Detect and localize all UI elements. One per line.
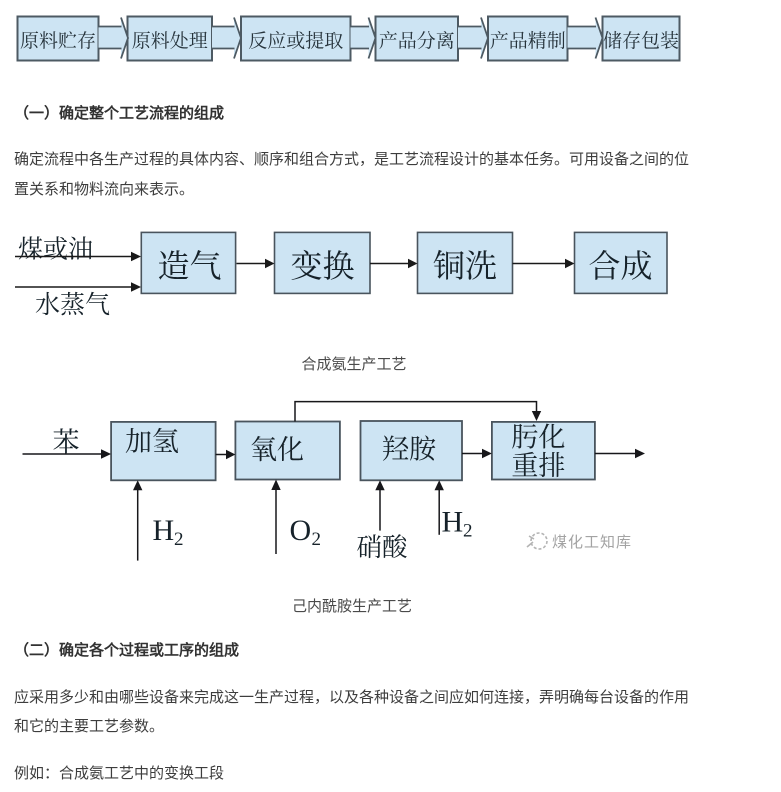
svg-text:2: 2: [463, 521, 473, 542]
svg-text:硝酸: 硝酸: [357, 533, 409, 562]
svg-text:变换: 变换: [290, 248, 354, 284]
svg-text:2: 2: [174, 529, 184, 550]
svg-text:H: H: [153, 514, 175, 547]
svg-text:羟胺: 羟胺: [382, 435, 437, 465]
svg-text:重排: 重排: [511, 451, 565, 481]
svg-text:煤或油: 煤或油: [18, 236, 93, 264]
svg-text:合成: 合成: [588, 248, 652, 284]
svg-text:产品精制: 产品精制: [490, 30, 566, 52]
svg-text:原料处理: 原料处理: [132, 30, 208, 52]
svg-text:氧化: 氧化: [250, 435, 304, 465]
svg-text:水蒸气: 水蒸气: [35, 291, 110, 319]
svg-text:2: 2: [312, 529, 322, 550]
svg-text:H: H: [442, 506, 464, 539]
svg-text:反应或提取: 反应或提取: [248, 30, 343, 52]
svg-text:造气: 造气: [157, 248, 221, 284]
svg-text:储存包装: 储存包装: [603, 30, 679, 52]
svg-text:原料贮存: 原料贮存: [20, 30, 96, 52]
svg-text:加氢: 加氢: [125, 427, 179, 457]
svg-text:苯: 苯: [53, 428, 80, 458]
svg-text:肟化: 肟化: [511, 422, 565, 452]
svg-text:铜洗: 铜洗: [433, 248, 497, 284]
svg-text:O: O: [290, 514, 312, 547]
svg-text:产品分离: 产品分离: [379, 30, 455, 52]
